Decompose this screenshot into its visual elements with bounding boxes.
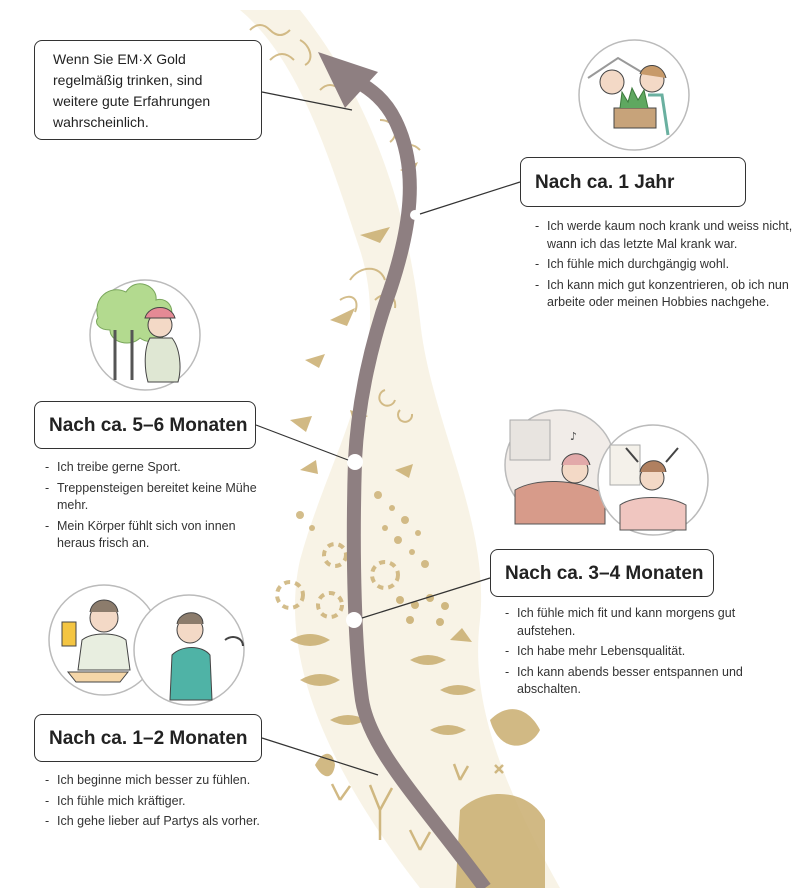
hiker-in-forest-icon	[89, 279, 201, 391]
effects-list-3-4-monaten: Ich fühle mich fit und kann morgens gut …	[504, 605, 784, 702]
effects-list-1-jahr: Ich werde kaum noch krank und weiss nich…	[534, 218, 796, 315]
man-at-party-icon	[48, 584, 245, 706]
connector-5-6-monaten	[255, 424, 349, 461]
effect-item: Ich fühle mich durchgängig wohl.	[534, 256, 796, 274]
effects-list-5-6-monaten: Ich treibe gerne Sport. Treppensteigen b…	[44, 459, 274, 556]
effect-item: Ich treibe gerne Sport.	[44, 459, 274, 477]
connector-1-jahr	[419, 181, 521, 215]
stage-title-text: Nach ca. 5–6 Monaten	[49, 414, 248, 436]
timeline-path	[346, 73, 491, 888]
stage-title-text: Nach ca. 3–4 Monaten	[505, 562, 704, 584]
connector-intro	[261, 91, 353, 111]
stage-title-1-jahr: Nach ca. 1 Jahr	[520, 157, 746, 207]
intro-callout: Wenn Sie EM·X Gold regelmäßig trinken, s…	[34, 40, 262, 140]
stage-marker-1-jahr	[410, 210, 420, 220]
stage-title-text: Nach ca. 1–2 Monaten	[49, 727, 248, 749]
connector-1-2-monaten	[261, 737, 379, 776]
stage-title-text: Nach ca. 1 Jahr	[535, 171, 675, 193]
effect-item: Ich habe mehr Lebensqualität.	[504, 643, 784, 661]
woman-sleeping-and-waking-icon: ♪	[504, 409, 709, 536]
stage-title-5-6-monaten: Nach ca. 5–6 Monaten	[34, 401, 256, 449]
intro-text: Wenn Sie EM·X Gold regelmäßig trinken, s…	[53, 51, 211, 130]
effect-item: Ich werde kaum noch krank und weiss nich…	[534, 218, 796, 253]
svg-text:♪: ♪	[570, 430, 577, 443]
effect-item: Treppensteigen bereitet keine Mühe mehr.	[44, 480, 274, 515]
effect-item: Ich gehe lieber auf Partys als vorher.	[44, 813, 314, 831]
connector-3-4-monaten	[361, 577, 491, 619]
stage-title-3-4-monaten: Nach ca. 3–4 Monaten	[490, 549, 714, 597]
effects-list-1-2-monaten: Ich beginne mich besser zu fühlen. Ich f…	[44, 772, 314, 834]
effect-item: Ich fühle mich kräftiger.	[44, 793, 314, 811]
effect-item: Mein Körper fühlt sich von innen heraus …	[44, 518, 274, 553]
stage-title-1-2-monaten: Nach ca. 1–2 Monaten	[34, 714, 262, 762]
timeline-arrowhead	[318, 52, 378, 108]
effect-item: Ich fühle mich fit und kann morgens gut …	[504, 605, 784, 640]
couple-holding-plant-box-icon	[578, 39, 690, 151]
effect-item: Ich beginne mich besser zu fühlen.	[44, 772, 314, 790]
stage-marker-5-6-monaten	[347, 454, 363, 470]
effect-item: Ich kann abends besser entspannen und ab…	[504, 664, 784, 699]
stage-marker-3-4-monaten	[346, 612, 362, 628]
effect-item: Ich kann mich gut konzentrieren, ob ich …	[534, 277, 796, 312]
